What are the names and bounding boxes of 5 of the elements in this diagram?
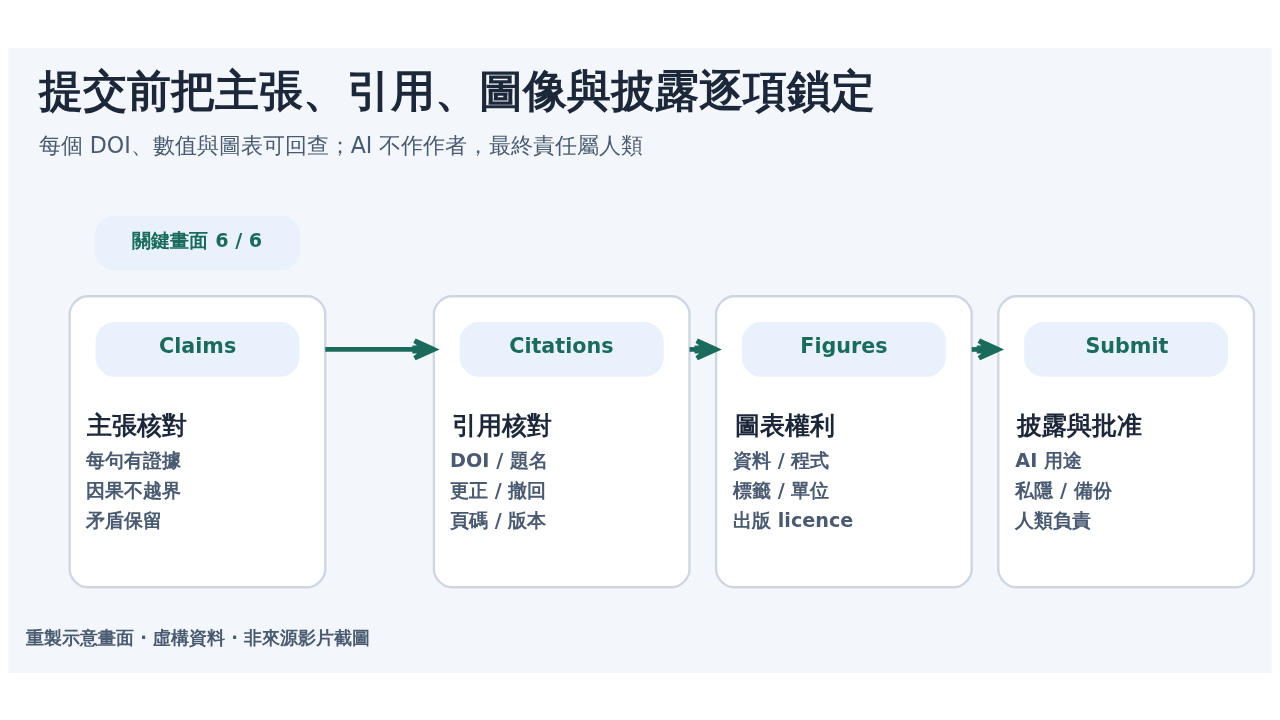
caption: 每個 DOI、數值與圖表可回查；AI 不作作者，最終責任屬人類 [38, 131, 644, 158]
label: 重製示意畫面 · 虛構資料 · 非來源影片截圖 [26, 627, 371, 648]
arrow [689, 337, 719, 360]
arrow [325, 337, 437, 360]
diagram-title: 提交前把主張、引用、圖像與披露逐項鎖定 [38, 64, 875, 116]
